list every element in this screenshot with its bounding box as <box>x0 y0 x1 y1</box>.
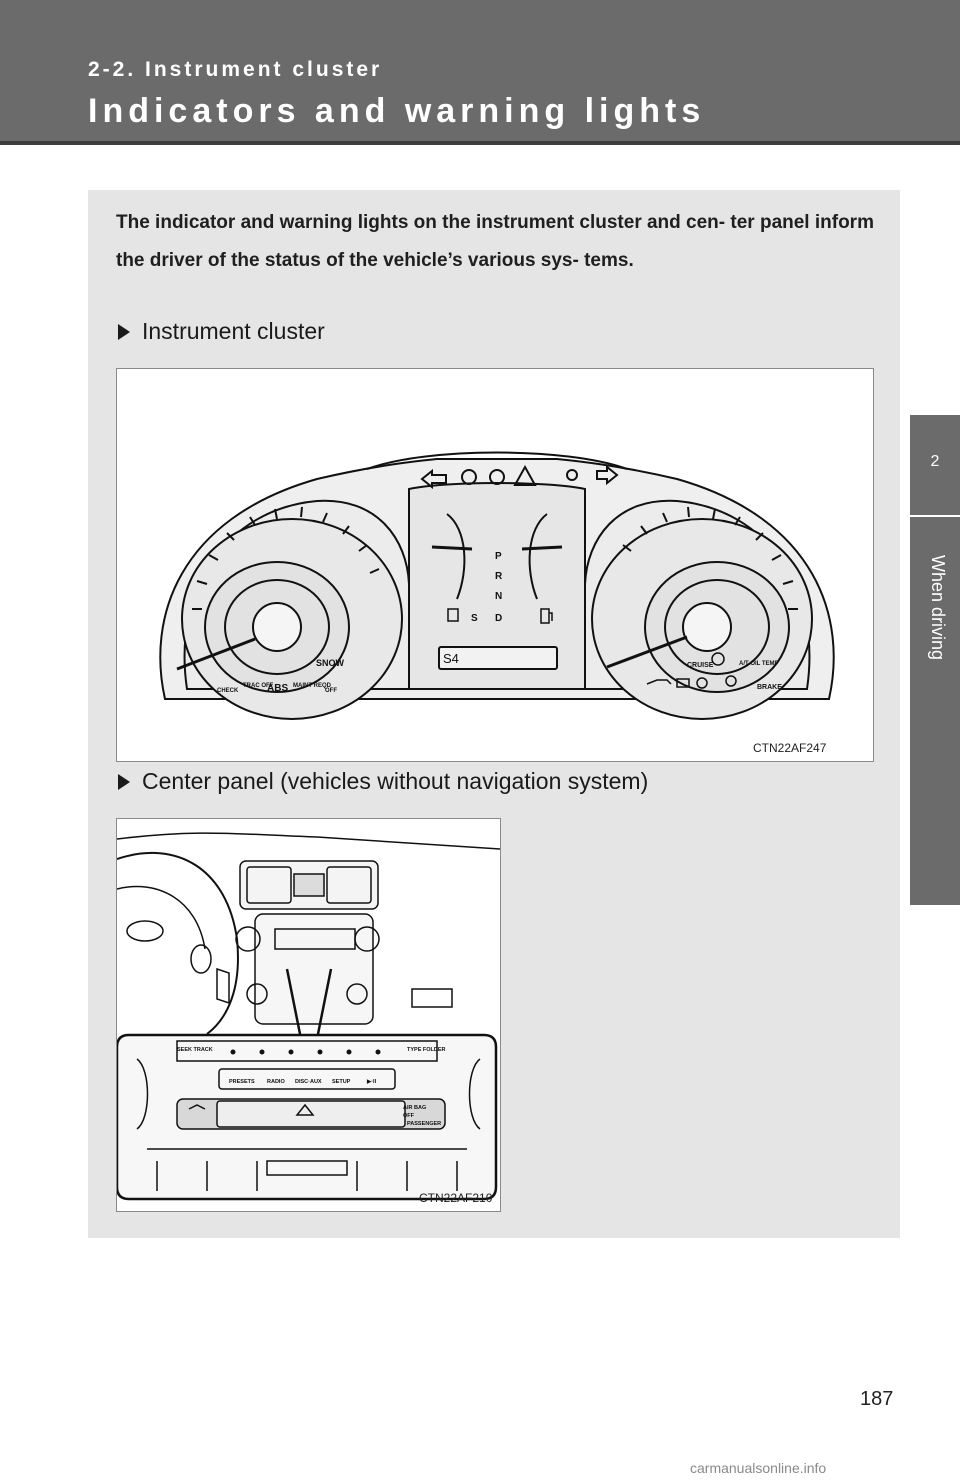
seatbelt-reminder-icon <box>447 608 459 622</box>
gear-d: D <box>495 613 502 624</box>
pointer-arrow-icon <box>118 324 130 340</box>
pointer-arrow-icon <box>118 774 130 790</box>
gear-p: P <box>495 551 502 562</box>
cruise-indicator: CRUISE <box>687 662 714 669</box>
disc-aux-button: DISC·AUX <box>295 1079 322 1085</box>
gear-r: R <box>495 571 503 582</box>
passenger-label: PASSENGER <box>407 1121 441 1127</box>
srs-airbag-icon <box>725 675 737 687</box>
instrument-cluster-illustration: SNOW CHECK TRAC OFF ABS MAINT REQD OFF P… <box>159 451 835 720</box>
center-panel-heading-text: Center panel (vehicles without navigatio… <box>142 768 649 794</box>
page-header: 2-2. Instrument cluster Indicators and w… <box>0 0 960 145</box>
watermark: carmanualsonline.info <box>690 1460 827 1476</box>
instrument-cluster-heading-text: Instrument cluster <box>142 318 325 344</box>
air-bag-off-label: OFF <box>403 1113 415 1119</box>
brake-indicator: BRAKE <box>757 684 782 691</box>
section-label: 2-2. Instrument cluster <box>88 58 383 81</box>
fuel-gauge-icon <box>540 608 553 624</box>
type-folder-label: TYPE FOLDER <box>407 1047 446 1053</box>
setup-button: SETUP <box>332 1079 351 1085</box>
page-title: Indicators and warning lights <box>88 92 706 130</box>
tire-pressure-icon <box>711 652 725 666</box>
center-panel-figure: SEEK TRACK TYPE FOLDER PRESETS RADIO DIS… <box>115 818 501 1212</box>
gear-n: N <box>495 591 502 602</box>
chapter-title: When driving <box>928 555 948 661</box>
instrument-cluster-figure: SNOW CHECK TRAC OFF ABS MAINT REQD OFF P… <box>116 368 874 762</box>
brake-system-icon <box>696 677 708 689</box>
play-pause-button: ▶·II <box>366 1078 377 1085</box>
content-box: The indicator and warning lights on the … <box>88 190 900 1238</box>
intro-text: The indicator and warning lights on the … <box>116 212 874 271</box>
gear-s: S <box>471 613 478 624</box>
center-panel-heading: Center panel (vehicles without navigatio… <box>118 768 648 795</box>
seek-track-label: SEEK TRACK <box>177 1047 213 1053</box>
abs-indicator: ABS <box>267 683 288 694</box>
charging-icon <box>676 678 690 688</box>
oil-pressure-icon <box>646 679 672 685</box>
vsc-off-indicator: OFF <box>325 688 337 694</box>
presets-button: PRESETS <box>229 1079 255 1085</box>
figure-code: CTN22AF210 <box>419 1191 493 1205</box>
center-panel-illustration: SEEK TRACK TYPE FOLDER PRESETS RADIO DIS… <box>115 832 501 1201</box>
radio-button: RADIO <box>267 1079 285 1085</box>
at-oil-temp-indicator: A/T OIL TEMP <box>739 661 779 667</box>
header-divider <box>0 141 960 145</box>
check-indicator: CHECK <box>217 688 239 694</box>
maint-reqd-indicator: MAINT REQD <box>293 683 332 689</box>
multi-info-display: S4 <box>443 651 459 666</box>
hazard-button-icon <box>295 1103 315 1116</box>
chapter-tab[interactable]: 2 When driving <box>910 415 960 905</box>
chapter-number: 2 <box>930 453 940 470</box>
snow-indicator: SNOW <box>316 658 345 668</box>
figure-code: CTN22AF247 <box>753 741 827 755</box>
instrument-cluster-heading: Instrument cluster <box>118 318 325 345</box>
air-bag-label: AIR BAG <box>403 1105 426 1111</box>
trac-off-indicator: TRAC OFF <box>243 683 274 689</box>
chapter-tab-divider <box>910 515 960 517</box>
rear-window-defogger-icon <box>188 1104 206 1110</box>
page-number: 187 <box>860 1388 894 1410</box>
